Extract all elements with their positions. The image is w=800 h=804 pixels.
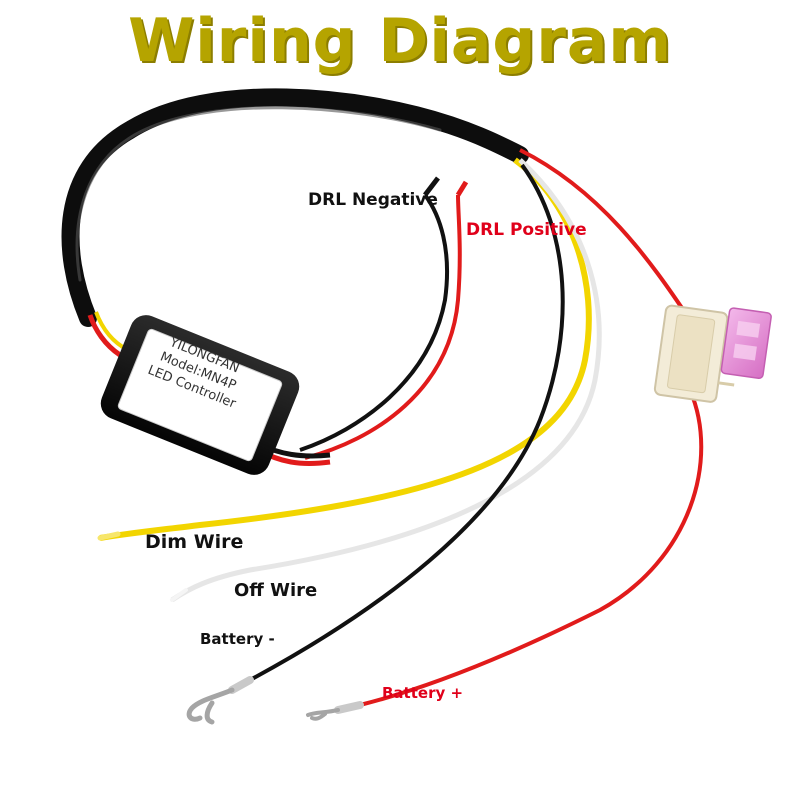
label-drl-positive: DRL Positive [466, 220, 587, 240]
label-off-wire: Off Wire [234, 580, 318, 601]
red-wire-bottom [359, 389, 704, 707]
diagram-title: Wiring Diagram [128, 6, 672, 76]
label-drl-negative: DRL Negative [308, 190, 438, 210]
drl-negative-tip [423, 176, 440, 197]
black-wire [249, 163, 565, 682]
battery-negative-terminal [186, 676, 254, 725]
battery-positive-terminal [306, 701, 364, 721]
led-controller-box [100, 315, 300, 475]
label-battery-negative: Battery - [200, 630, 275, 648]
drl-negative-wire [299, 193, 450, 452]
drl-positive-tip [455, 180, 469, 197]
red-wire-top [519, 148, 692, 322]
controller-wires-left [87, 314, 122, 358]
label-dim-wire: Dim Wire [145, 531, 244, 553]
fuse [720, 307, 772, 379]
white-wire [170, 158, 602, 603]
main-cable [61, 88, 529, 327]
drl-positive-wire [304, 194, 462, 460]
main-cable-highlight [75, 106, 442, 282]
label-battery-positive: Battery + [382, 684, 464, 702]
yellow-wire [99, 157, 592, 541]
